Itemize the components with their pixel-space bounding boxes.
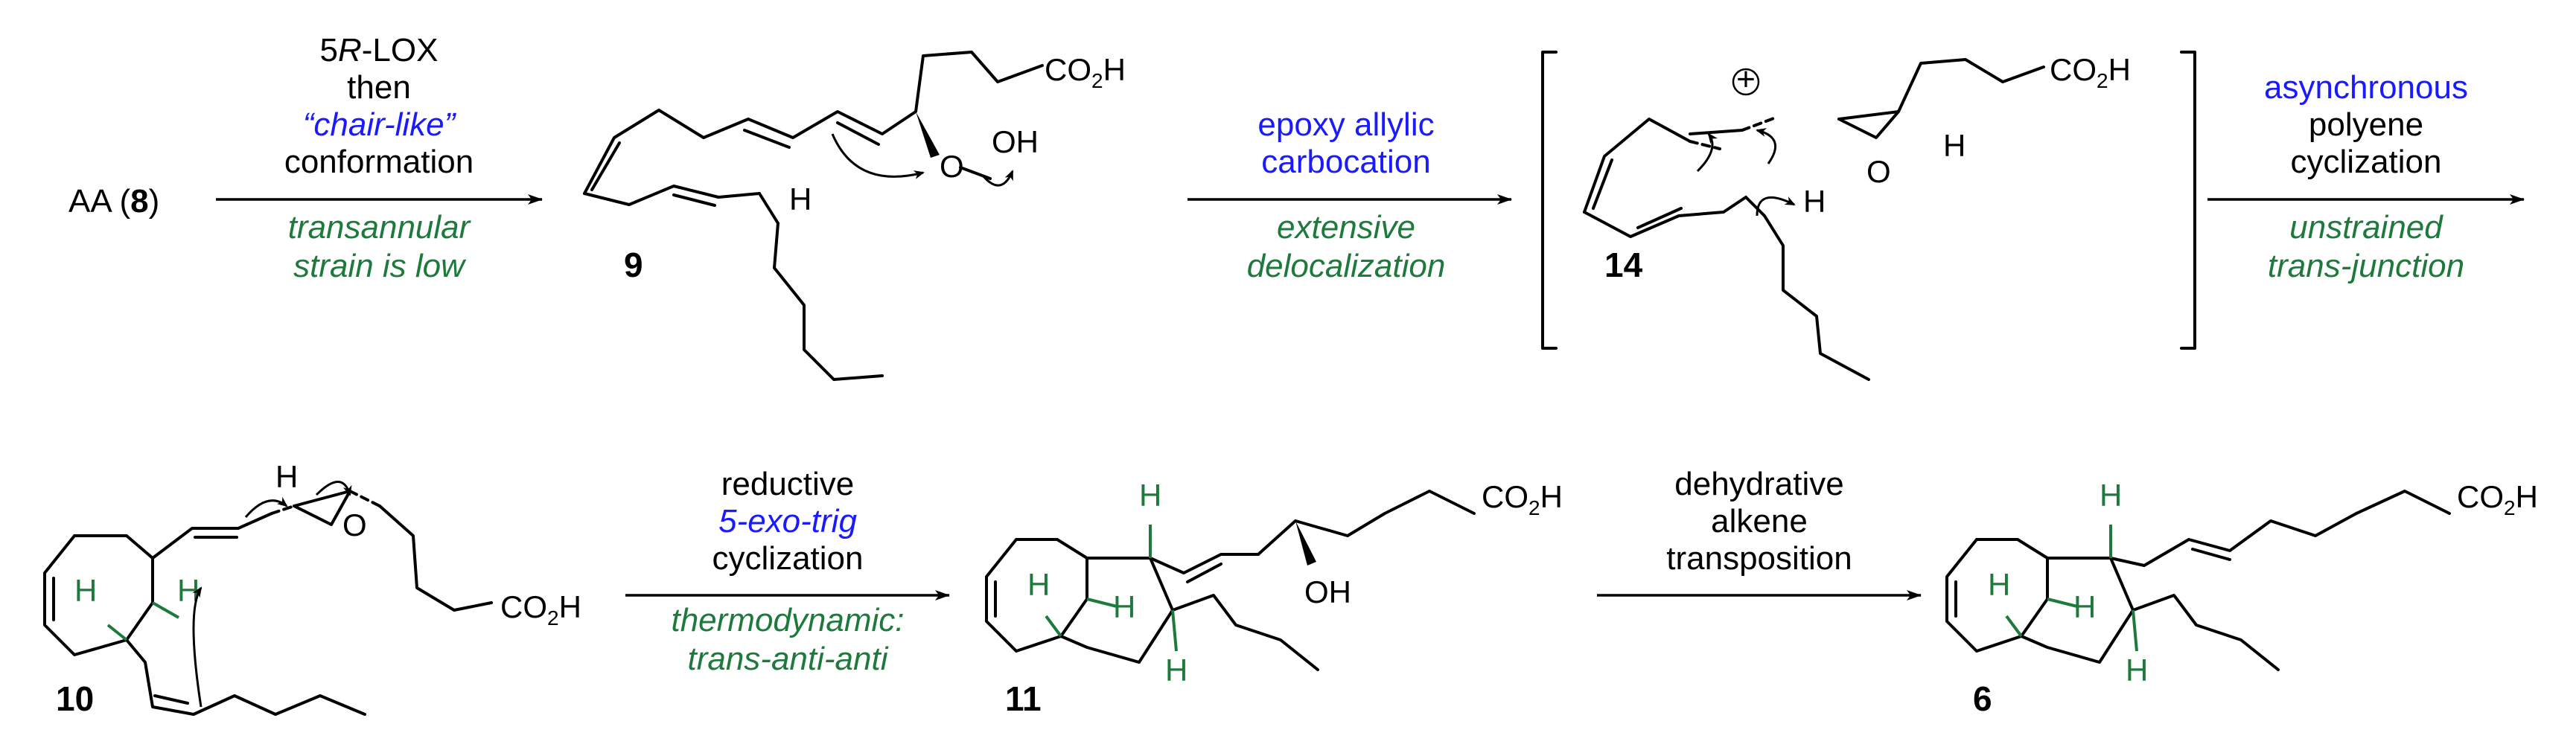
c14-epoxide-oxygen: O xyxy=(1866,154,1891,189)
reaction-arrow-4: reductive 5-exo-trig cyclization thermod… xyxy=(625,466,950,677)
c9-hydrogen: H xyxy=(789,182,812,217)
arrow-5-above-1: dehydrative xyxy=(1674,466,1843,502)
compound-14-label: 14 xyxy=(1604,246,1643,284)
arrow-2-above-2: carbocation xyxy=(1261,144,1430,180)
arrow-4-above-1: reductive xyxy=(721,466,855,502)
compound-10-label: 10 xyxy=(56,679,94,718)
reaction-arrow-3: asynchronous polyene cyclization unstrai… xyxy=(2207,69,2525,284)
reaction-arrow-5: dehydrative alkene transposition xyxy=(1597,466,1922,600)
arrow-4-note-2: trans-anti-anti xyxy=(687,641,888,677)
arrow-5-above-3: transposition xyxy=(1666,540,1852,577)
arrow-5-above-2: alkene xyxy=(1711,503,1808,539)
arrow-1-chair-like: “chair-like” xyxy=(303,106,457,143)
c6-hydrogen-4: H xyxy=(2126,653,2148,688)
arrow-1-then: then xyxy=(347,69,411,106)
carbocation-charge-icon xyxy=(1732,68,1760,96)
arrow-1-note-2: strain is low xyxy=(293,248,467,284)
start-material-label: AA (8) xyxy=(68,183,159,220)
reaction-arrow-2: epoxy allylic carbocation extensive delo… xyxy=(1187,106,1512,284)
right-bracket xyxy=(2180,51,2196,350)
c9-oxygen: O xyxy=(940,149,964,184)
compound-14-structure: CO2H O H H + xyxy=(1583,52,2131,381)
compound-9-label: 9 xyxy=(624,246,643,284)
arrow-2-note-1: extensive xyxy=(1277,209,1415,246)
arrow-3-above-1: asynchronous xyxy=(2264,69,2468,106)
c11-hydroxyl: OH xyxy=(1304,574,1351,609)
arrow-1-reagent-lox: 5R-LOX xyxy=(320,32,439,68)
c6-hydrogen-2: H xyxy=(1988,567,2010,602)
arrow-3-note-2: trans-junction xyxy=(2268,248,2464,284)
c11-hydrogen-2: H xyxy=(1027,567,1050,602)
c9-hydroxyl: OH xyxy=(992,124,1039,159)
arrow-3-above-3: cyclization xyxy=(2291,144,2442,180)
c10-hydrogen-green-1: H xyxy=(74,573,97,608)
c11-hydrogen-3: H xyxy=(1113,589,1135,624)
arrow-4-above-3: cyclization xyxy=(712,540,864,577)
c9-co2h: CO2H xyxy=(1045,52,1126,92)
c10-hydrogen-top: H xyxy=(275,459,298,494)
reaction-arrow-1: 5R-LOX then “chair-like” conformation tr… xyxy=(216,32,543,284)
compound-6-label: 6 xyxy=(1973,679,1992,718)
c10-epoxide-oxygen: O xyxy=(342,507,367,542)
compound-11-structure: CO2H OH H H H H xyxy=(985,478,1563,688)
c6-hydrogen-3: H xyxy=(2073,589,2096,624)
c14-plus: + xyxy=(1736,61,1756,97)
compound-6-structure: CO2H H H H H xyxy=(1945,478,2538,688)
compound-9-structure: CO2H O OH H xyxy=(583,51,1126,381)
arrow-1-conformation: conformation xyxy=(284,144,474,180)
c11-hydrogen-4: H xyxy=(1165,653,1187,688)
arrow-2-above-1: epoxy allylic xyxy=(1257,106,1434,143)
c14-hydrogen-1: H xyxy=(1943,128,1966,163)
arrow-3-above-2: polyene xyxy=(2309,106,2423,143)
c14-co2h: CO2H xyxy=(2050,52,2131,92)
arrow-2-note-2: delocalization xyxy=(1247,248,1446,284)
arrow-4-note-1: thermodynamic: xyxy=(671,602,904,638)
compound-10-structure: CO2H O H H H xyxy=(43,459,581,716)
c11-hydrogen-1: H xyxy=(1139,478,1161,513)
c10-co2h: CO2H xyxy=(500,589,581,630)
arrow-3-note-1: unstrained xyxy=(2289,209,2443,246)
c14-hydrogen-2: H xyxy=(1803,184,1826,219)
c6-hydrogen-1: H xyxy=(2100,478,2122,513)
arrow-4-above-2: 5-exo-trig xyxy=(718,503,857,539)
c6-co2h: CO2H xyxy=(2457,479,2538,519)
arrow-1-note-1: transannular xyxy=(288,209,472,246)
compound-11-label: 11 xyxy=(1005,679,1042,718)
left-bracket xyxy=(1541,51,1558,350)
c11-co2h: CO2H xyxy=(1482,479,1563,519)
